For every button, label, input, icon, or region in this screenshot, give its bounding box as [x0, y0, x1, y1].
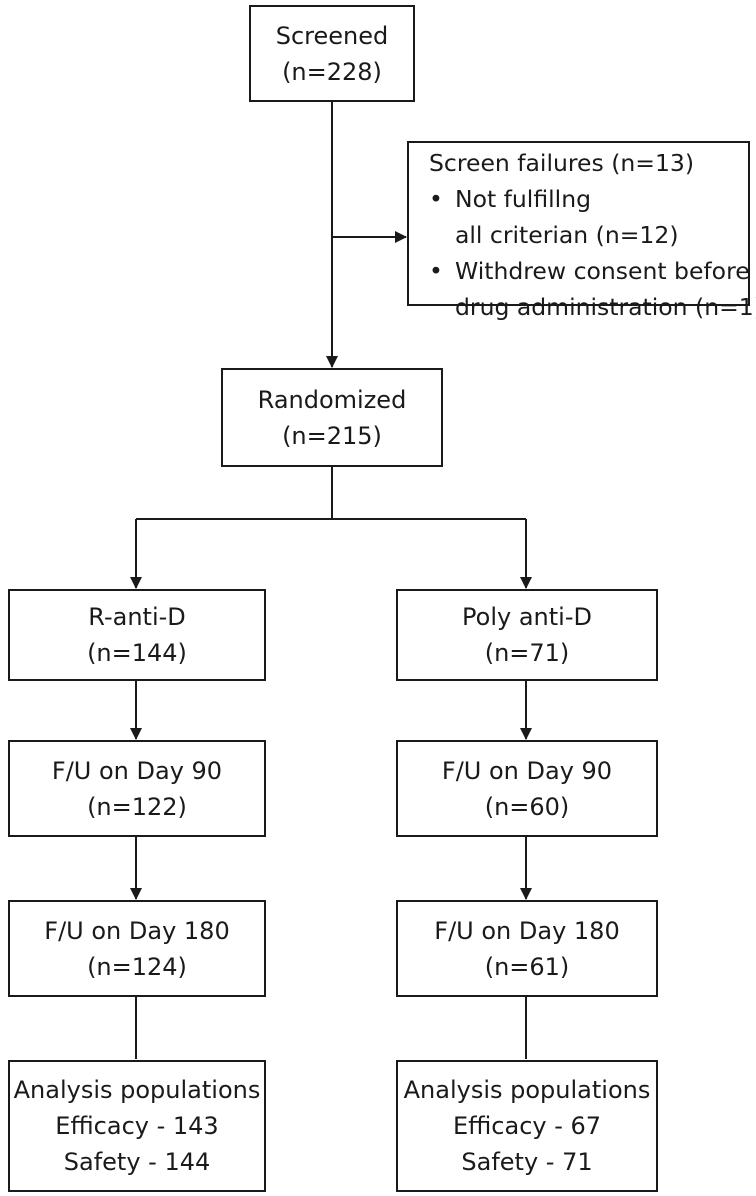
- list-item-line: drug administration (n=1): [455, 293, 756, 321]
- fu-label: F/U on Day 90: [441, 756, 613, 785]
- right-fu180-box: F/U on Day 180 (n=61): [396, 900, 658, 997]
- fu-label: F/U on Day 180: [44, 916, 230, 945]
- analysis-title: Analysis populations: [403, 1076, 651, 1104]
- screen-failures-list: Not fulfillng all criterian (n=12) Withd…: [429, 181, 756, 325]
- list-item: Withdrew consent before drug administrat…: [429, 253, 756, 325]
- analysis-safety: Safety - 144: [63, 1148, 211, 1176]
- screened-box: Screened (n=228): [249, 5, 415, 102]
- group-count: (n=71): [484, 639, 570, 667]
- screened-label: Screened: [275, 21, 389, 50]
- fu-count: (n=61): [484, 952, 570, 981]
- randomized-box: Randomized (n=215): [221, 368, 443, 467]
- poly-anti-d-box: Poly anti-D (n=71): [396, 589, 658, 681]
- screened-count: (n=228): [282, 57, 382, 86]
- list-item-line: all criterian (n=12): [455, 221, 679, 249]
- analysis-efficacy: Efficacy - 143: [55, 1112, 219, 1140]
- right-fu90-box: F/U on Day 90 (n=60): [396, 740, 658, 837]
- fu-count: (n=60): [484, 792, 570, 821]
- list-item-line: Not fulfillng: [455, 185, 592, 213]
- left-fu90-box: F/U on Day 90 (n=122): [8, 740, 266, 837]
- fu-count: (n=122): [87, 792, 187, 821]
- analysis-safety: Safety - 71: [461, 1148, 593, 1176]
- screen-failures-title: Screen failures (n=13): [429, 149, 695, 177]
- right-analysis-box: Analysis populations Efficacy - 67 Safet…: [396, 1060, 658, 1192]
- randomized-label: Randomized: [257, 385, 407, 414]
- analysis-efficacy: Efficacy - 67: [452, 1112, 602, 1140]
- left-analysis-box: Analysis populations Efficacy - 143 Safe…: [8, 1060, 266, 1192]
- screen-failures-box: Screen failures (n=13) Not fulfillng all…: [407, 141, 756, 321]
- list-item: Not fulfillng all criterian (n=12): [429, 181, 756, 253]
- analysis-title: Analysis populations: [13, 1076, 261, 1104]
- fu-count: (n=124): [87, 952, 187, 981]
- r-anti-d-box: R-anti-D (n=144): [8, 589, 266, 681]
- group-count: (n=144): [87, 639, 187, 667]
- randomized-count: (n=215): [282, 421, 382, 450]
- fu-label: F/U on Day 180: [434, 916, 620, 945]
- list-item-line: Withdrew consent before: [455, 257, 750, 285]
- group-label: R-anti-D: [88, 603, 186, 631]
- group-label: Poly anti-D: [462, 603, 592, 631]
- fu-label: F/U on Day 90: [51, 756, 223, 785]
- left-fu180-box: F/U on Day 180 (n=124): [8, 900, 266, 997]
